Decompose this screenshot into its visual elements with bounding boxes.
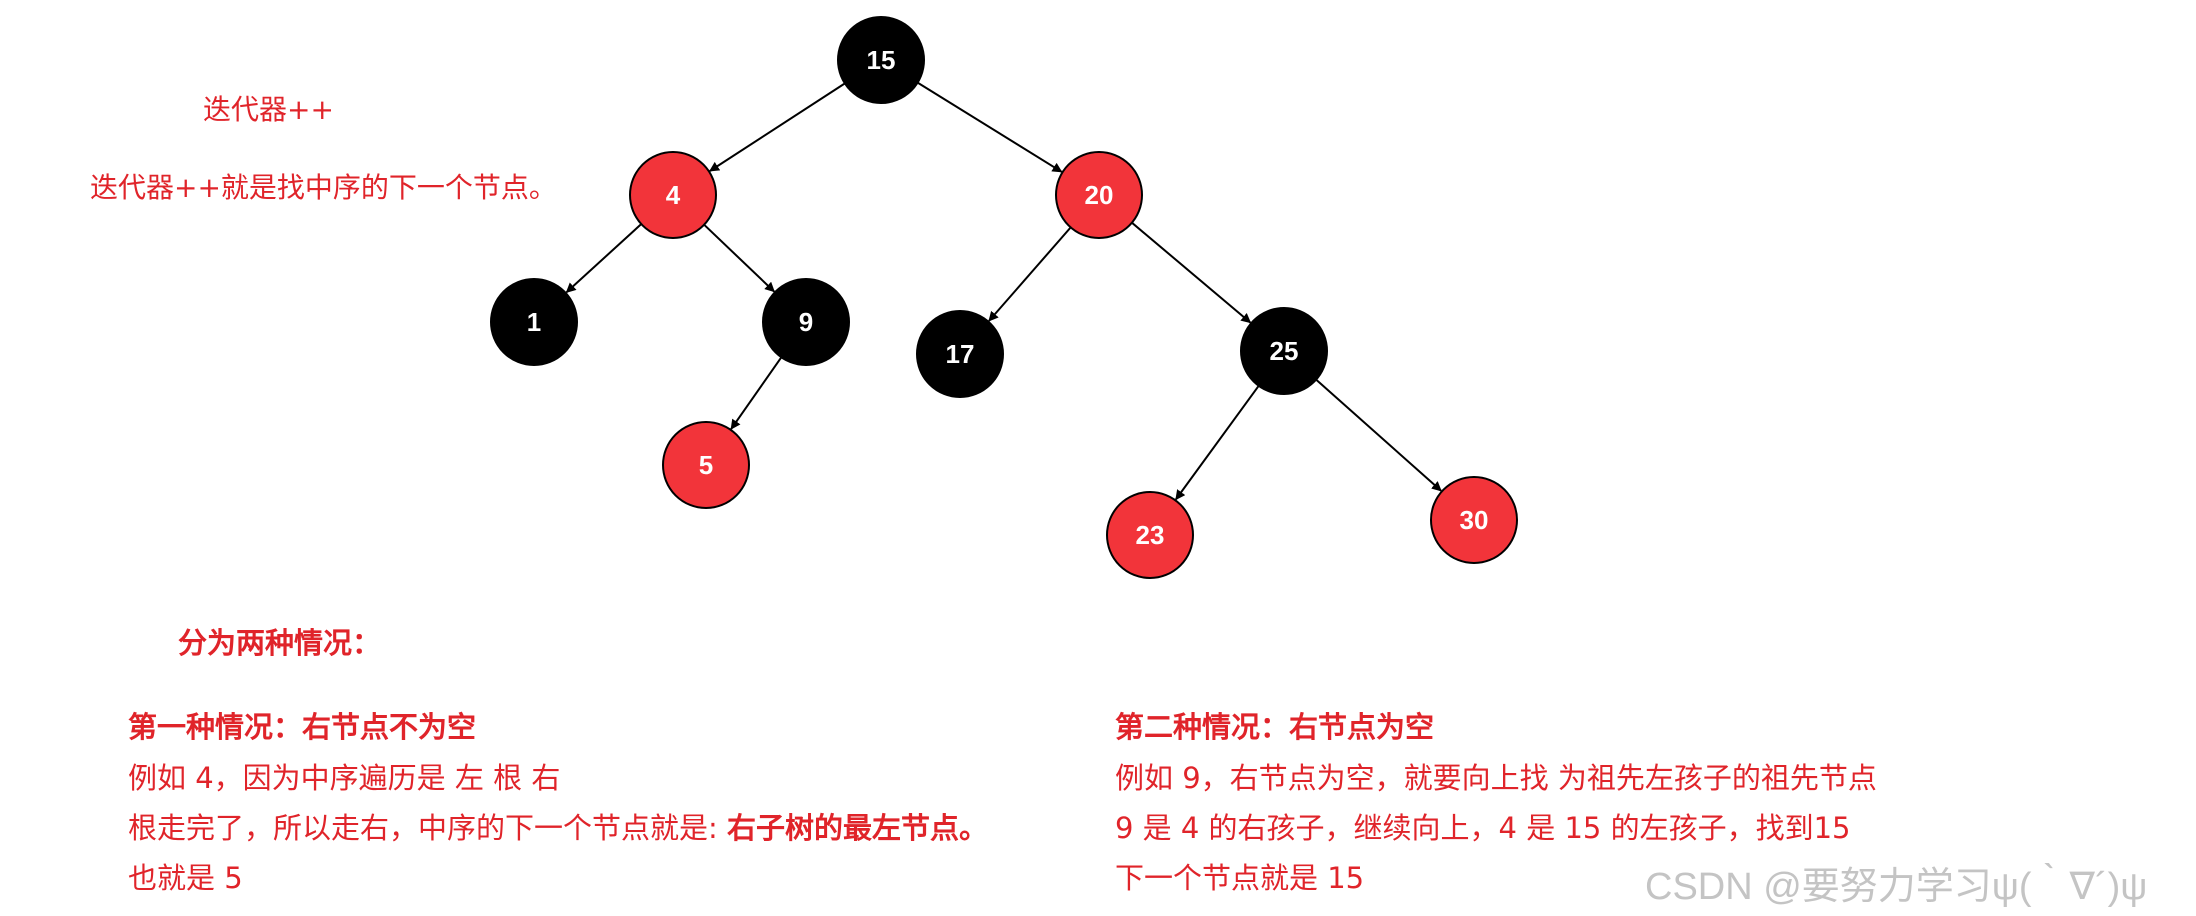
edge-9-5 — [730, 356, 783, 430]
node-circle-30 — [1430, 476, 1518, 564]
node-label-20: 20 — [1085, 180, 1114, 210]
node-circle-20 — [1055, 151, 1143, 239]
node-1: 1 — [490, 278, 578, 366]
case2-line2: 9 是 4 的右孩子，继续向上，4 是 15 的左孩子，找到15 — [1115, 811, 1851, 845]
node-label-5: 5 — [699, 450, 713, 480]
case1-line1: 例如 4，因为中序遍历是 左 根 右 — [128, 761, 561, 795]
iterator-description: 迭代器++就是找中序的下一个节点。 — [90, 171, 557, 204]
node-label-25: 25 — [1270, 336, 1299, 366]
node-23: 23 — [1106, 491, 1194, 579]
node-label-30: 30 — [1460, 505, 1489, 535]
node-20: 20 — [1055, 151, 1143, 239]
node-9: 9 — [762, 278, 850, 366]
node-label-1: 1 — [527, 307, 541, 337]
node-label-17: 17 — [946, 339, 975, 369]
tree-nodes: 15 4 20 1 9 5 17 25 23 30 — [490, 16, 1518, 579]
node-5: 5 — [662, 421, 750, 509]
node-label-15: 15 — [867, 45, 896, 75]
node-25: 25 — [1240, 307, 1328, 395]
cases-heading: 分为两种情况： — [178, 626, 382, 660]
edge-4-1 — [565, 223, 642, 294]
node-circle-1 — [490, 278, 578, 366]
iterator-title: 迭代器++ — [203, 93, 334, 126]
edge-4-9 — [703, 223, 775, 293]
edge-25-23 — [1175, 385, 1260, 501]
node-17: 17 — [916, 310, 1004, 398]
edge-15-20 — [917, 81, 1063, 173]
node-circle-17 — [916, 310, 1004, 398]
node-circle-25 — [1240, 307, 1328, 395]
tree-edges — [565, 81, 1442, 501]
case1-line3: 也就是 5 — [128, 861, 243, 895]
case2-line1: 例如 9，右节点为空，就要向上找 为祖先左孩子的祖先节点 — [1115, 761, 1877, 795]
node-circle-9 — [762, 278, 850, 366]
case1-line2-emphasis: 右子树的最左节点。 — [727, 811, 989, 845]
csdn-watermark: CSDN @要努力学习ψ(｀∇´)ψ — [1645, 866, 2148, 908]
case1-line2-text: 根走完了，所以走右，中序的下一个节点就是: — [128, 811, 727, 845]
node-label-23: 23 — [1136, 520, 1165, 550]
case1-heading: 第一种情况：右节点不为空 — [128, 710, 477, 744]
edge-25-30 — [1315, 378, 1442, 492]
node-label-4: 4 — [666, 180, 681, 210]
node-label-9: 9 — [799, 307, 813, 337]
case1-line2: 根走完了，所以走右，中序的下一个节点就是: 右子树的最左节点。 — [128, 805, 988, 847]
node-4: 4 — [629, 151, 717, 239]
edge-20-17 — [988, 226, 1072, 322]
node-circle-4 — [629, 151, 717, 239]
node-circle-23 — [1106, 491, 1194, 579]
edge-20-25 — [1131, 221, 1252, 324]
edge-15-4 — [709, 82, 846, 172]
case2-heading: 第二种情况：右节点为空 — [1115, 710, 1435, 744]
node-circle-5 — [662, 421, 750, 509]
node-30: 30 — [1430, 476, 1518, 564]
case2-line3: 下一个节点就是 15 — [1115, 861, 1365, 895]
node-circle-15 — [837, 16, 925, 104]
node-15: 15 — [837, 16, 925, 104]
